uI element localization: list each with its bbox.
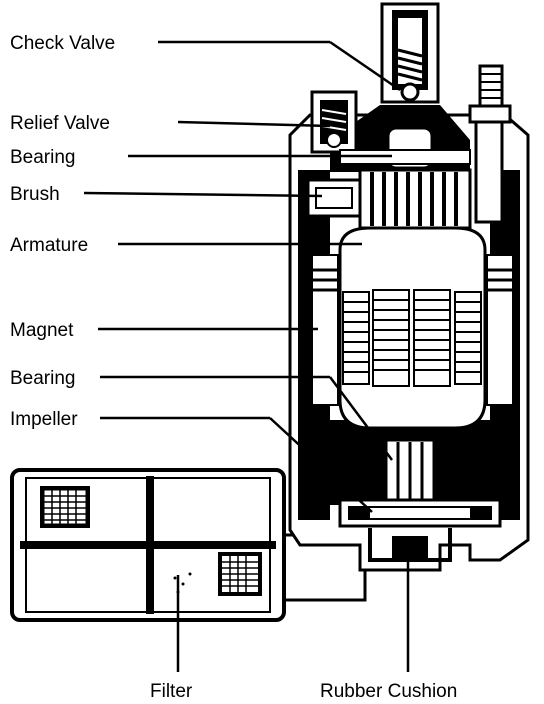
label-check-valve: Check Valve bbox=[10, 33, 115, 54]
filter bbox=[10, 468, 367, 622]
label-armature: Armature bbox=[10, 235, 88, 256]
label-filter: Filter bbox=[150, 681, 193, 702]
label-bearing-bottom: Bearing bbox=[10, 368, 76, 389]
rubber-cushion bbox=[368, 528, 452, 562]
label-impeller: Impeller bbox=[10, 409, 78, 430]
check-valve bbox=[380, 2, 440, 104]
brush bbox=[306, 178, 362, 218]
label-rubber-cushion: Rubber Cushion bbox=[320, 681, 457, 702]
bearing-top bbox=[339, 126, 471, 170]
labels: Check Valve Relief Valve Bearing Brush A… bbox=[10, 33, 457, 702]
relief-valve bbox=[310, 90, 358, 154]
terminal-post bbox=[468, 64, 512, 224]
armature bbox=[338, 226, 487, 430]
label-relief-valve: Relief Valve bbox=[10, 113, 110, 134]
label-brush: Brush bbox=[10, 184, 60, 205]
label-bearing-top: Bearing bbox=[10, 147, 76, 168]
commutator bbox=[358, 168, 472, 230]
bearing-bottom bbox=[384, 438, 436, 512]
leader-lines bbox=[83, 40, 410, 672]
label-magnet: Magnet bbox=[10, 320, 74, 341]
impeller bbox=[338, 498, 502, 528]
